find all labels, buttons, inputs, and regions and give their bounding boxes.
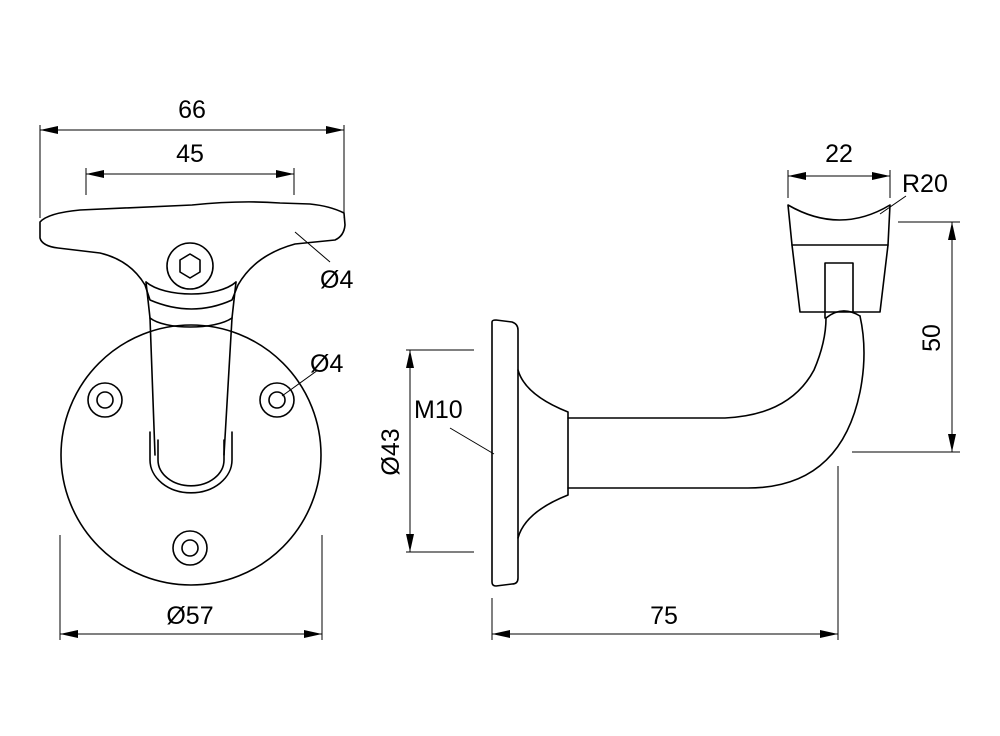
saddle-plate bbox=[39, 201, 346, 310]
cup bbox=[787, 204, 891, 313]
dim-height: 50 bbox=[918, 324, 946, 352]
conical-boss bbox=[517, 369, 569, 539]
flange-hole-right bbox=[259, 382, 295, 418]
saddle-screw bbox=[166, 242, 214, 290]
side-dimensions: 22 R20 50 M10 Ø43 75 bbox=[377, 140, 960, 640]
front-dimensions: 66 45 Ø4 Ø4 Ø57 bbox=[39, 96, 353, 640]
stem-boss bbox=[149, 431, 233, 494]
front-view bbox=[39, 201, 346, 586]
dim-total-width: 66 bbox=[178, 96, 206, 124]
dim-hole-flange: Ø4 bbox=[310, 350, 343, 378]
knuckle bbox=[145, 281, 237, 319]
upper-post bbox=[824, 262, 854, 319]
dim-saddle-radius: R20 bbox=[902, 170, 948, 198]
flange-disc bbox=[60, 324, 322, 586]
dim-thread: M10 bbox=[414, 396, 463, 424]
base-plate bbox=[491, 319, 519, 587]
flange-hole-bottom bbox=[172, 530, 208, 566]
side-view bbox=[491, 204, 891, 587]
dim-hole-spacing: 45 bbox=[176, 140, 204, 168]
flange-hole-left bbox=[87, 382, 123, 418]
dim-saddle-width: 22 bbox=[825, 140, 853, 168]
dim-projection: 75 bbox=[650, 602, 678, 630]
stem-arm bbox=[149, 317, 233, 456]
arm bbox=[567, 317, 827, 419]
dim-hole-saddle: Ø4 bbox=[320, 266, 353, 294]
dim-base-diameter: Ø43 bbox=[377, 428, 405, 475]
dim-flange-diameter: Ø57 bbox=[166, 602, 213, 630]
